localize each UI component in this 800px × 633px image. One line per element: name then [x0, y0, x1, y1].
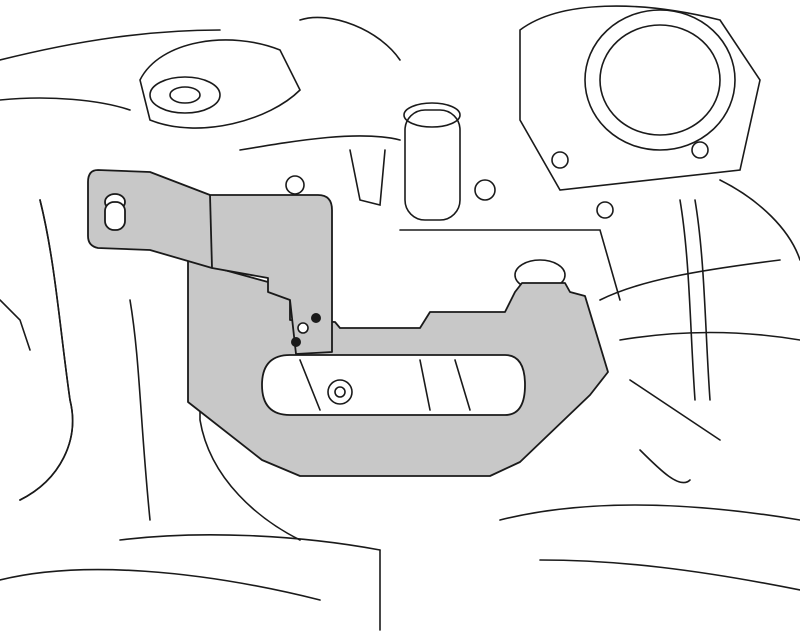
- bracket-slot-hole: [104, 201, 126, 231]
- bracket-bend-line: [209, 194, 213, 269]
- through-slot-detail: [299, 359, 471, 411]
- tool-upper-bracket: [87, 169, 333, 355]
- bolt-hole-lower: [291, 337, 301, 347]
- engine-background-linework: [0, 5, 800, 631]
- bolt-hole-upper: [311, 313, 321, 323]
- tool-lower-plate: [187, 259, 609, 477]
- bolt-hole-middle: [297, 322, 309, 334]
